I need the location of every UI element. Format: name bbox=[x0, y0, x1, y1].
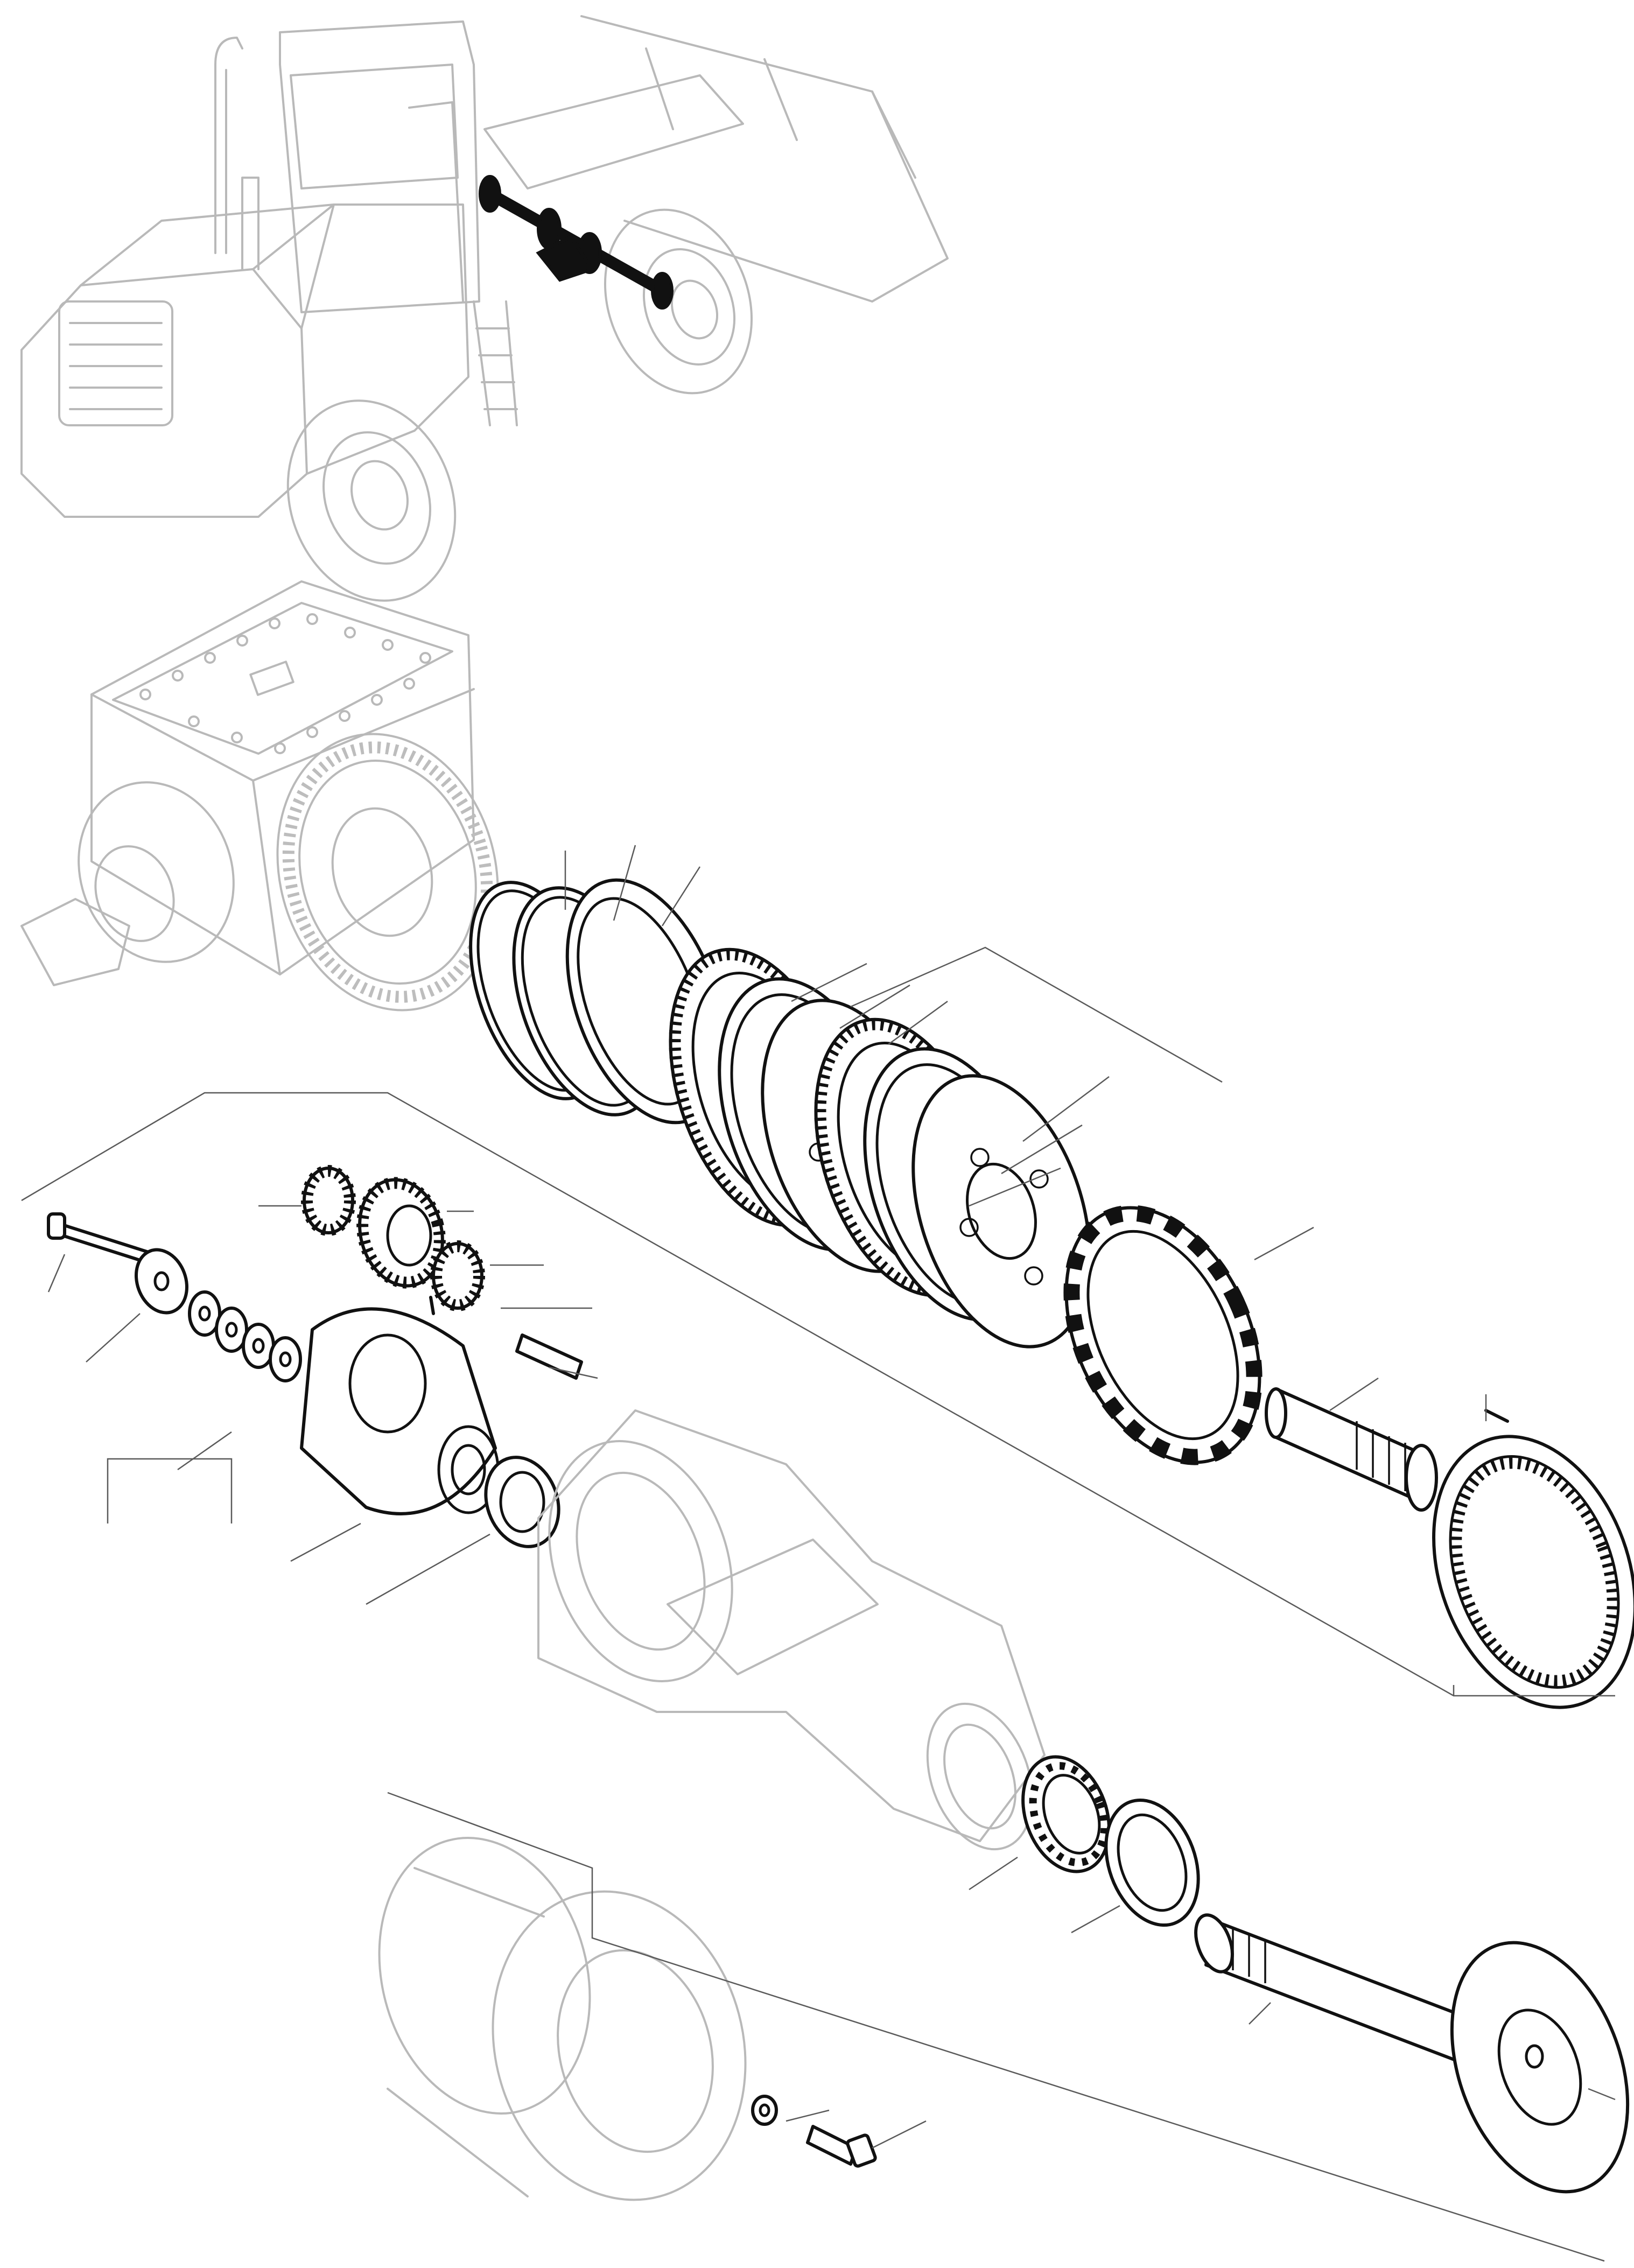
wheel-loader-locator bbox=[20, 15, 949, 602]
wheel-rim-context bbox=[378, 1837, 877, 2201]
leader-lines bbox=[21, 845, 1616, 2262]
highlighted-axle bbox=[479, 175, 674, 310]
planet-carrier-group bbox=[47, 1165, 583, 1548]
brake-disc-pack bbox=[669, 947, 1091, 1349]
differential-housing-context bbox=[20, 580, 499, 1012]
axle-half-shaft bbox=[1194, 1913, 1630, 2194]
retainer-cage bbox=[1063, 1205, 1263, 1465]
cover-bolts bbox=[139, 613, 431, 754]
axle-housing-context bbox=[537, 1409, 1046, 1851]
ring-gear bbox=[1432, 1409, 1634, 1709]
hub-bearing-and-seal bbox=[1021, 1755, 1200, 1927]
sun-shaft bbox=[1265, 1387, 1438, 1512]
